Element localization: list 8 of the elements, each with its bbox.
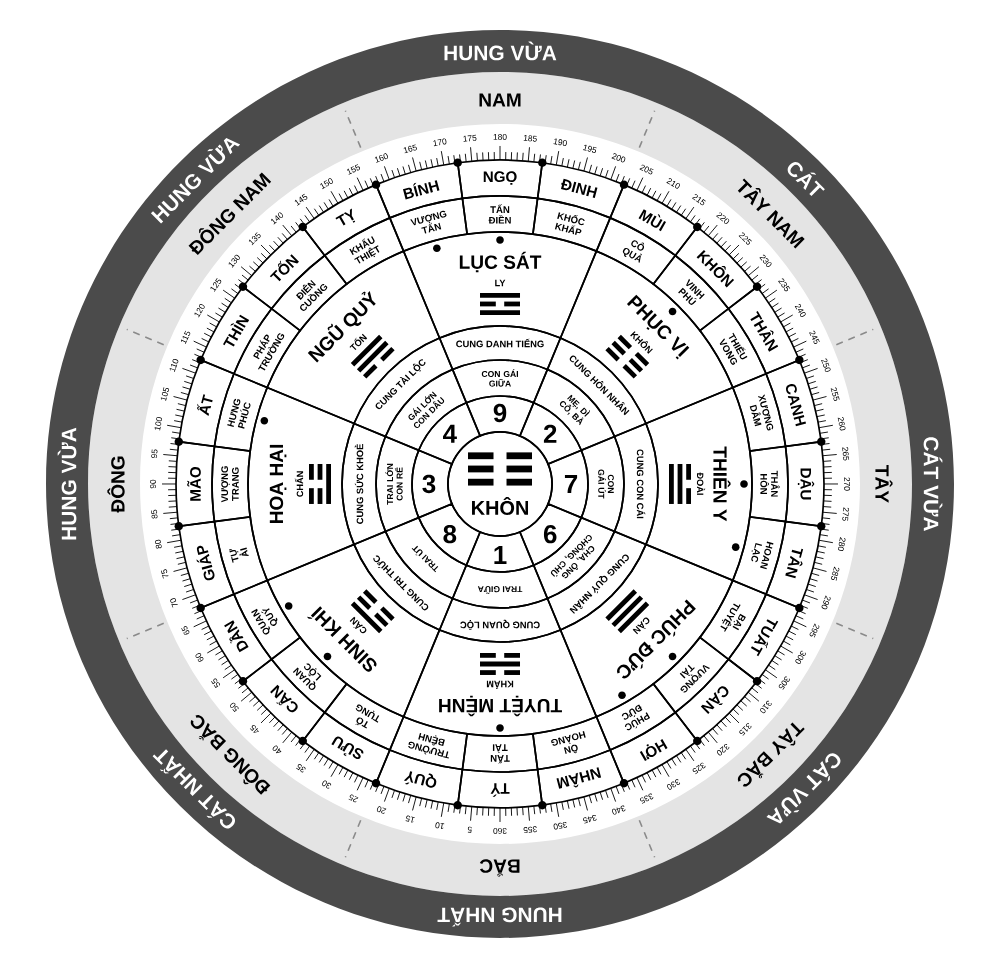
ring-label: HUNG NHẤT bbox=[437, 907, 562, 927]
direction-label: NAM bbox=[479, 93, 521, 107]
direction-label: ĐÔNG bbox=[107, 456, 125, 513]
direction-label: TÂY bbox=[875, 465, 893, 503]
ring-label: CÁT VỪA bbox=[923, 437, 943, 531]
direction-label: BẮC bbox=[479, 859, 520, 877]
ring-label: HUNG VỪA bbox=[444, 41, 557, 61]
ring-label: HUNG VỪA bbox=[57, 427, 77, 540]
